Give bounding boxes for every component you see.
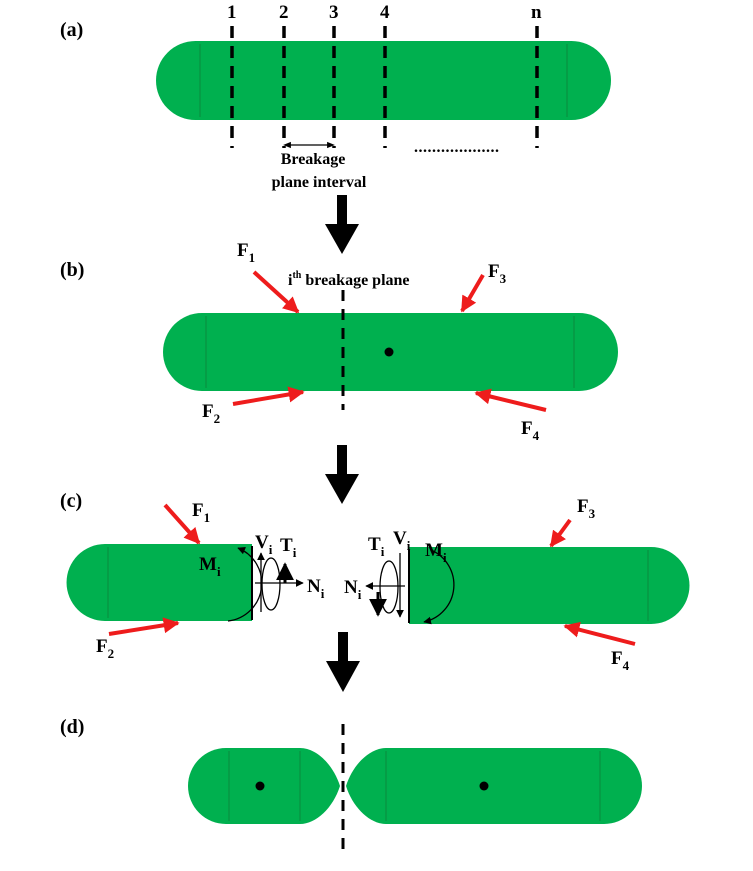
torque-loop-right — [379, 560, 399, 614]
force-label-f3-c: F3 — [577, 496, 596, 521]
plane-number-3: 3 — [329, 2, 339, 23]
particle-c-right — [409, 547, 690, 624]
force-label-f2-b: F2 — [202, 401, 220, 426]
centroid-dot — [384, 347, 394, 357]
moment-label-right: Mi — [425, 540, 447, 565]
moment-label-left: Mi — [199, 554, 221, 579]
force-arrows-c — [108, 503, 636, 646]
plane-number-4: 4 — [380, 2, 390, 23]
particle-c-left — [66, 544, 252, 621]
torque-label-right: Ti — [368, 534, 385, 559]
force-arrow-f3-c — [549, 518, 572, 548]
force-label-f3-b: F3 — [488, 261, 507, 286]
flow-arrow-2 — [325, 445, 359, 504]
force-arrow-f1-b — [252, 270, 300, 314]
interval-label-line1: Breakage — [281, 151, 346, 168]
normal-label-right: Ni — [344, 577, 362, 602]
internal-loads-right — [365, 549, 455, 625]
normal-label-left: Ni — [307, 576, 325, 601]
centroid-dot-right — [479, 781, 489, 791]
force-arrow-f2-b — [232, 386, 305, 406]
force-arrow-f1-c — [163, 503, 201, 545]
fragment-d-left — [188, 748, 340, 824]
force-label-f1-b: F1 — [237, 240, 255, 265]
flow-arrow-3 — [326, 632, 360, 692]
particle-b — [163, 313, 618, 391]
moment-arrow-right — [423, 549, 455, 625]
force-arrow-f4-b — [474, 388, 547, 412]
force-label-f2-c: F2 — [96, 636, 114, 661]
force-label-f4-c: F4 — [611, 648, 630, 673]
torque-loop-left — [261, 557, 281, 611]
internal-loads-left — [227, 546, 304, 622]
force-arrow-f2-c — [108, 617, 180, 636]
panel-label-b: (b) — [60, 259, 84, 281]
force-label-f1-c: F1 — [192, 500, 210, 525]
torque-label-left: Ti — [280, 535, 297, 560]
interval-label-line2: plane interval — [272, 174, 367, 191]
particle-a — [156, 41, 611, 120]
fragment-d-right — [346, 748, 642, 824]
ellipsis: ................... — [414, 139, 500, 156]
panel-label-d: (d) — [60, 716, 84, 738]
breakage-planes — [230, 26, 539, 148]
shear-label-right: Vi — [393, 528, 411, 553]
plane-number-1: 1 — [227, 2, 237, 23]
plane-number-2: 2 — [279, 2, 289, 23]
force-label-f4-b: F4 — [521, 418, 540, 443]
panel-label-c: (c) — [60, 490, 82, 512]
panel-label-a: (a) — [60, 19, 83, 41]
force-arrow-f4-c — [563, 621, 636, 646]
ith-plane-label: ith breakage plane — [288, 270, 410, 289]
shear-label-left: Vi — [255, 532, 273, 557]
plane-number-n: n — [531, 2, 542, 23]
centroid-dot-left — [255, 781, 265, 791]
force-arrows-b — [232, 270, 547, 412]
flow-arrow-1 — [325, 195, 359, 254]
force-arrow-f3-b — [460, 273, 485, 313]
